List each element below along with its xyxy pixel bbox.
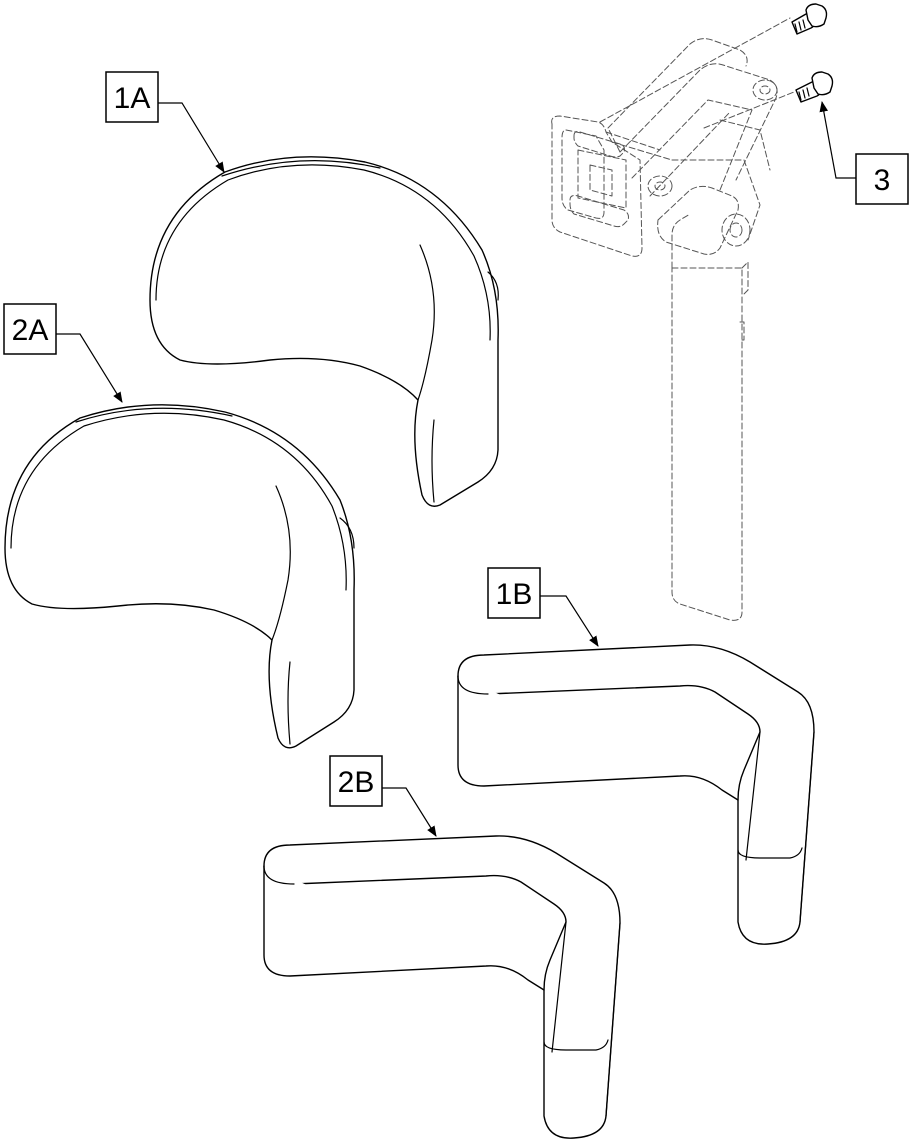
- bracket-assembly: [551, 38, 778, 621]
- screw-upper: [599, 3, 828, 123]
- side-pad-2b: [263, 835, 621, 1139]
- side-pad-1b: [457, 644, 815, 945]
- callout-label-2b: 2B: [338, 766, 375, 799]
- callout-1b: 1B: [487, 567, 599, 647]
- callout-2b: 2B: [329, 755, 437, 837]
- callout-3: 3: [819, 100, 909, 205]
- callout-label-1a: 1A: [114, 82, 151, 115]
- callout-label-2a: 2A: [12, 314, 49, 347]
- head-pad-2a: [4, 404, 355, 749]
- screw-lower: [703, 71, 834, 129]
- head-pad-1a: [149, 156, 499, 507]
- callout-1a: 1A: [105, 71, 225, 173]
- callout-2a: 2A: [3, 303, 123, 403]
- callout-label-1b: 1B: [496, 578, 533, 611]
- callout-label-3: 3: [874, 164, 891, 197]
